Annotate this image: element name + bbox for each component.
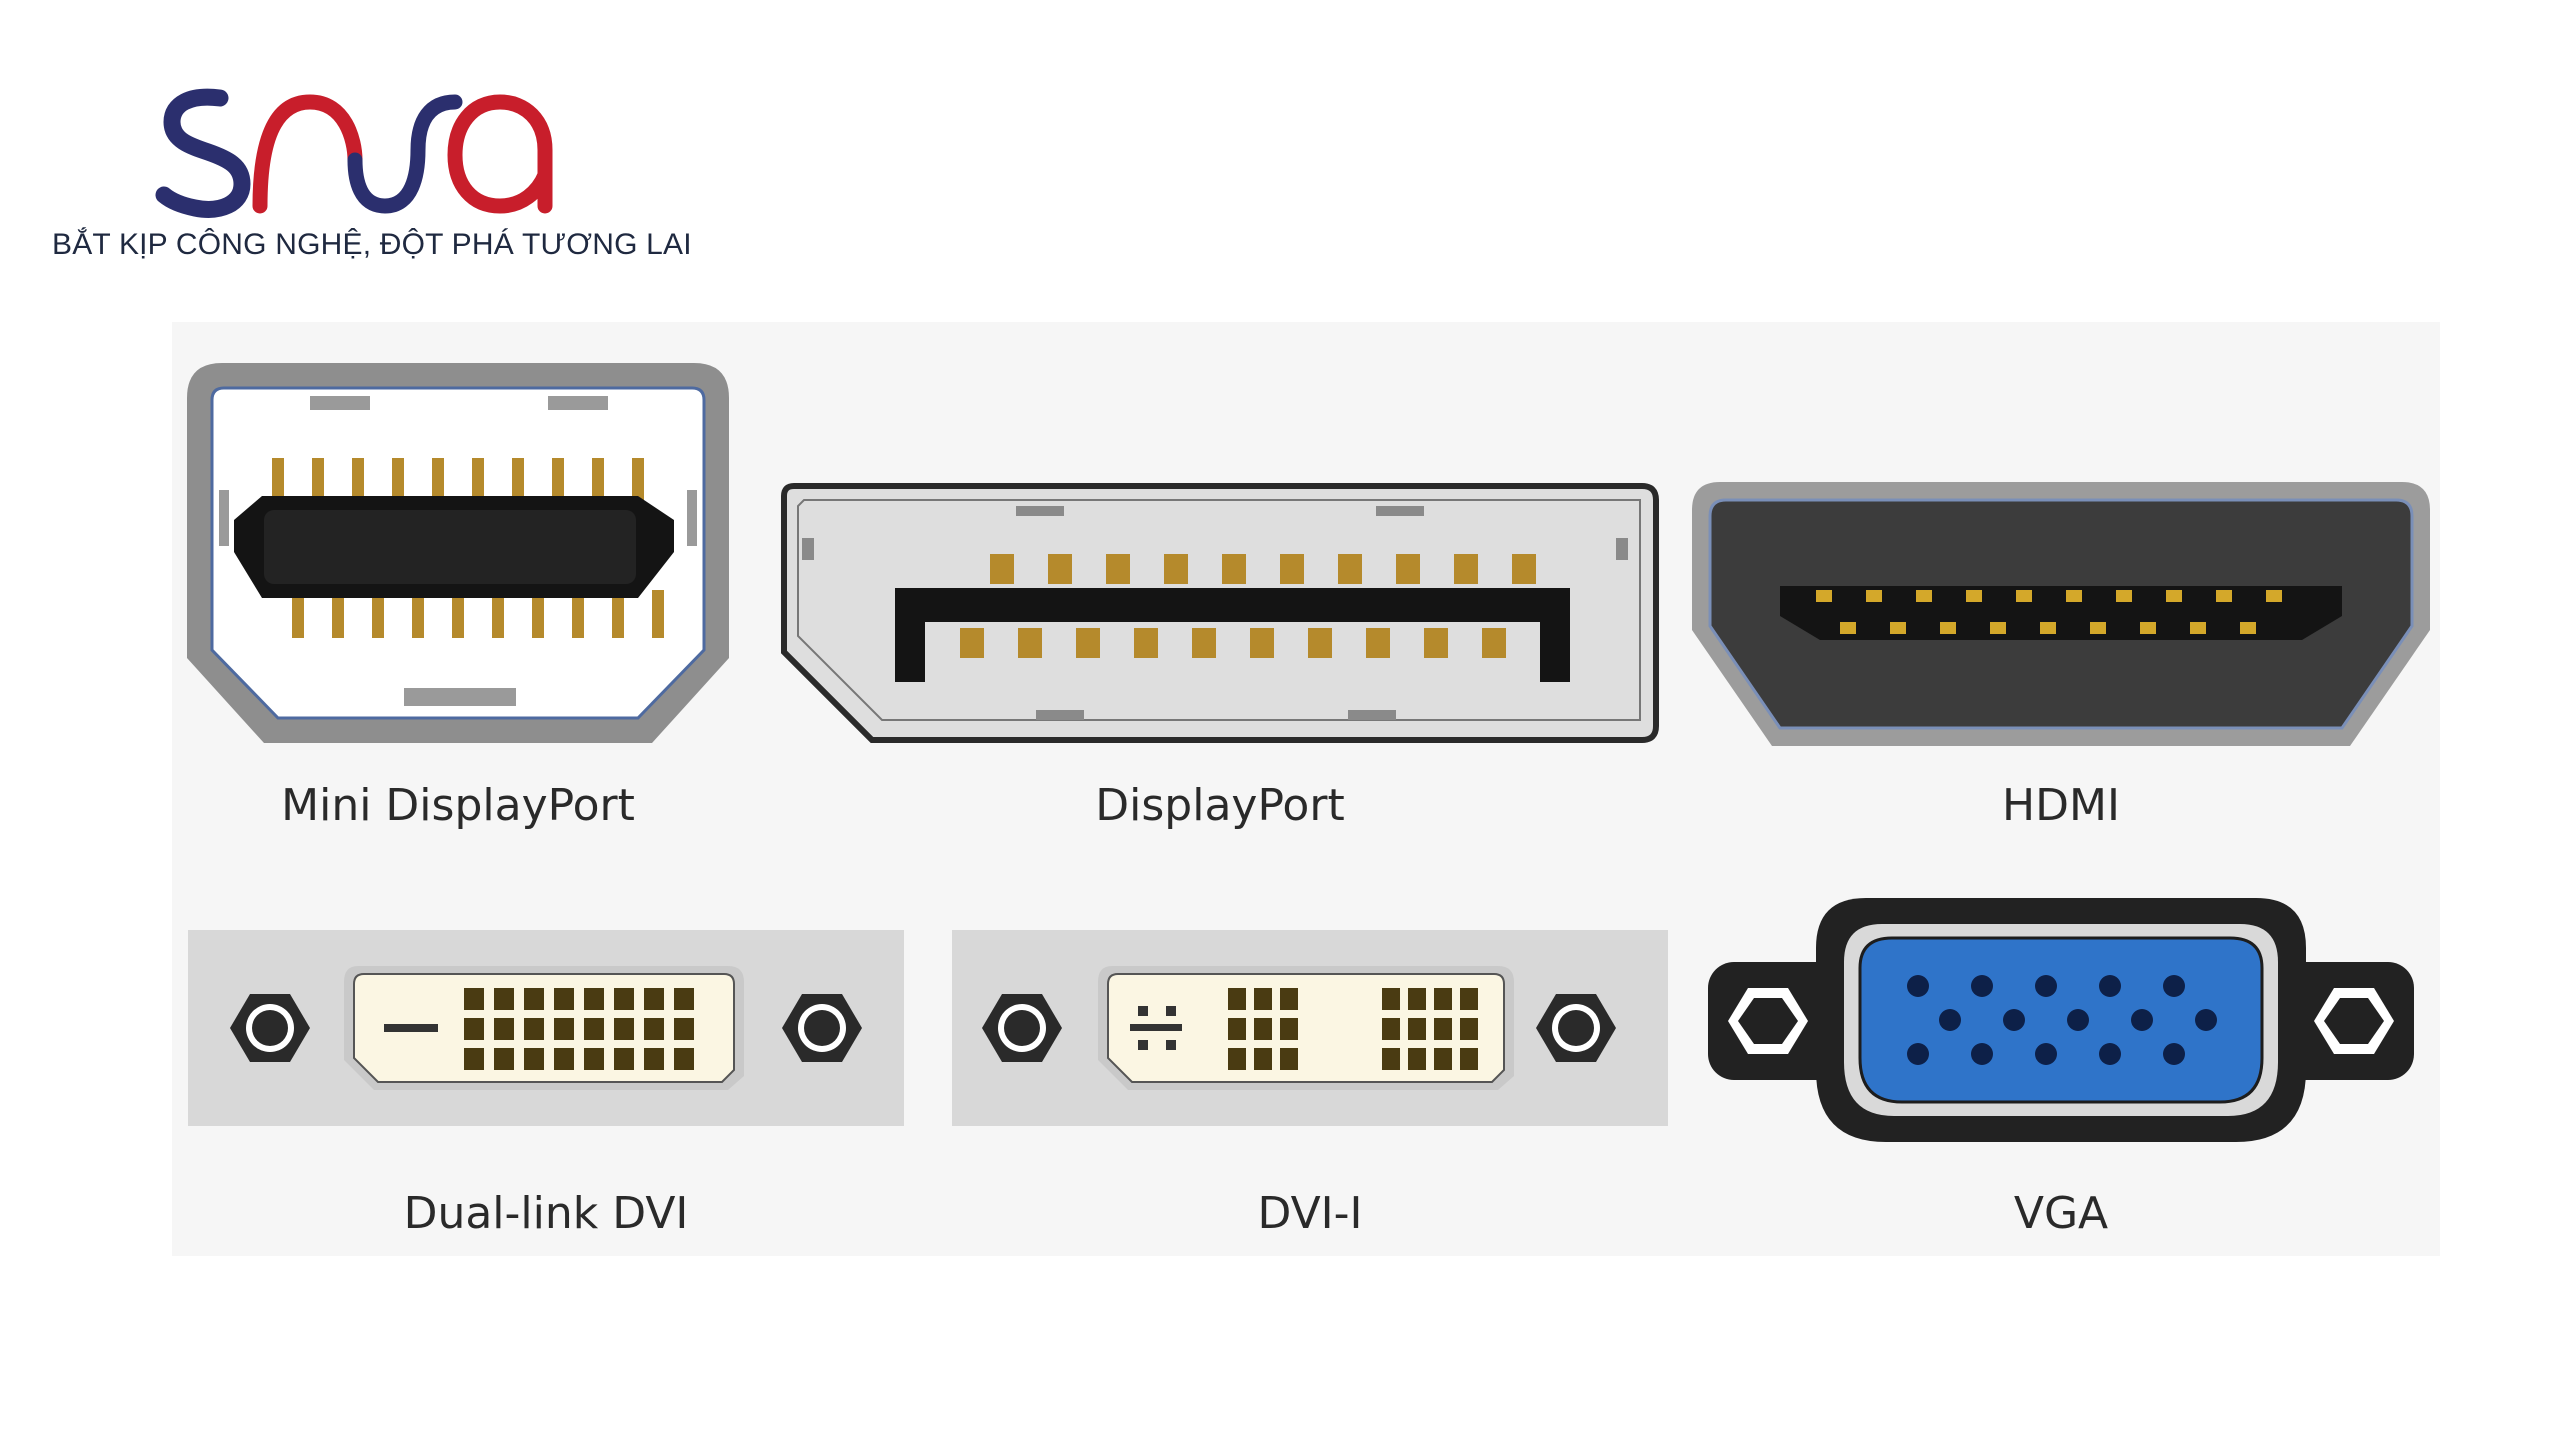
port-label-mini-displayport: Mini DisplayPort xyxy=(281,780,635,831)
port-label-hdmi: HDMI xyxy=(2002,780,2120,831)
dual-link-dvi-icon xyxy=(188,930,904,1126)
dvi-i-icon xyxy=(952,930,1668,1126)
sona-logo xyxy=(155,88,553,218)
mini-displayport-icon xyxy=(187,363,729,743)
port-label-vga: VGA xyxy=(2013,1188,2109,1239)
port-label-dual-link-dvi: Dual-link DVI xyxy=(403,1188,689,1239)
displayport-icon xyxy=(781,483,1659,743)
hdmi-icon xyxy=(1692,482,2430,746)
tagline: BẮT KỊP CÔNG NGHỆ, ĐỘT PHÁ TƯƠNG LAI xyxy=(52,228,692,261)
vga-icon xyxy=(1708,898,2414,1142)
port-label-dvi-i: DVI-I xyxy=(1257,1188,1363,1239)
port-label-displayport: DisplayPort xyxy=(1095,780,1345,831)
